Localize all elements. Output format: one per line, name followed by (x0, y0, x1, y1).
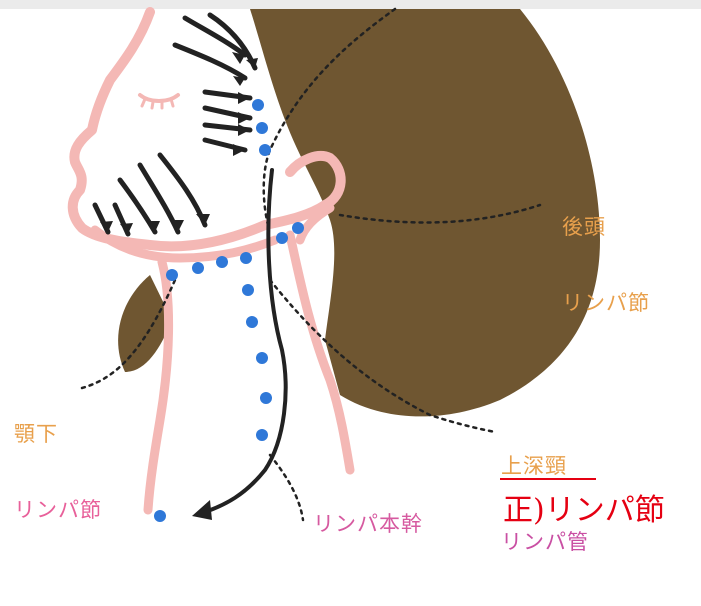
lymph-node-dot (256, 122, 268, 134)
submandibular-label-line2: リンパ節 (14, 498, 102, 523)
lymph-node-dot (192, 262, 204, 274)
arrow-heads (100, 52, 258, 234)
lymph-node-dot (292, 222, 304, 234)
posterior-lymph-node-label: 後頭 リンパ節 (562, 165, 650, 367)
lymph-node-dot (260, 392, 272, 404)
lymph-node-dot (242, 284, 254, 296)
lymph-trunk-label: リンパ本幹 (313, 512, 423, 537)
lymph-node-dot (154, 510, 166, 522)
submandibular-label-line1: 顎下 (14, 422, 102, 447)
correction-note: 正)リンパ節 (503, 485, 665, 529)
deep-cervical-label-line1: 上深頸 (501, 454, 589, 479)
lymph-node-dot (216, 256, 228, 268)
lymph-node-dot (256, 429, 268, 441)
lymph-node-dot (276, 232, 288, 244)
correction-underline (500, 478, 596, 480)
lymph-node-dot (166, 269, 178, 281)
lymph-diagram: 後頭 リンパ節 顎下 リンパ節 上深頸 リンパ管 正)リンパ節 リンパ本幹 (0, 0, 701, 544)
posterior-label-line2: リンパ節 (562, 291, 650, 316)
lymph-flow-arrow (95, 15, 255, 234)
lymph-node-dot (246, 316, 258, 328)
lymph-node-dots (154, 99, 304, 522)
deep-cervical-label-line2: リンパ管 (501, 530, 589, 555)
lymph-node-dot (252, 99, 264, 111)
lymph-trunk-arrowhead (192, 500, 212, 520)
lymph-node-dot (259, 144, 271, 156)
posterior-label-line1: 後頭 (562, 215, 650, 240)
lymph-node-dot (240, 252, 252, 264)
submandibular-lymph-node-label: 顎下 リンパ節 (14, 372, 102, 574)
lymph-node-dot (256, 352, 268, 364)
